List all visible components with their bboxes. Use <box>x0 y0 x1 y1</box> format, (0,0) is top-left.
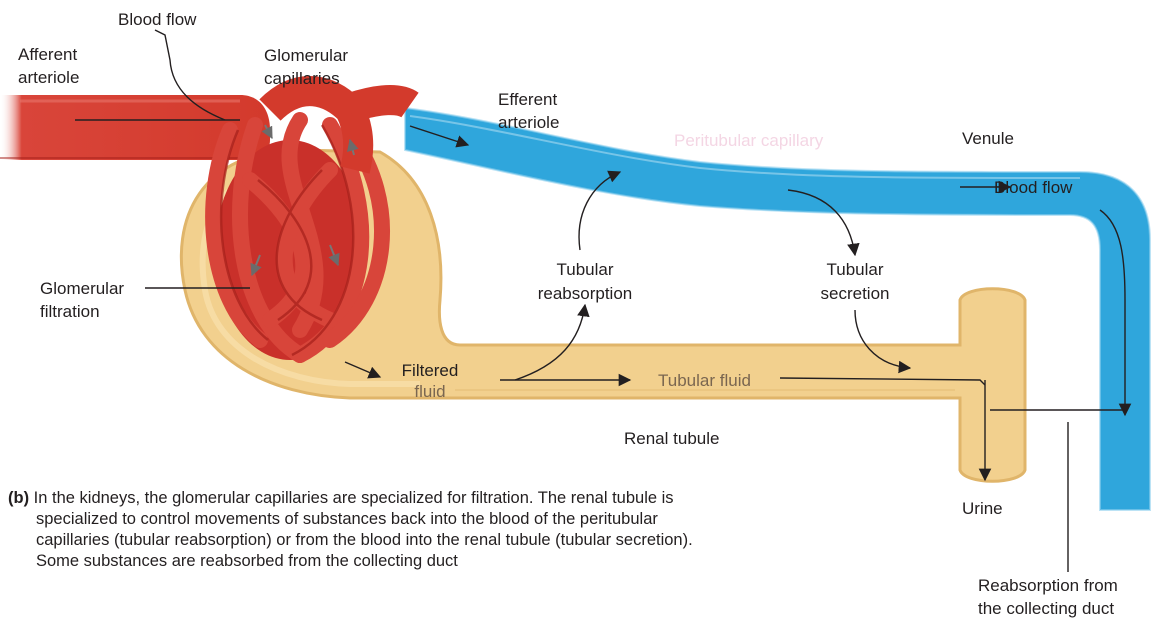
afferent-arteriole-label-1: Afferent <box>18 44 77 65</box>
reabsorption-collecting-duct-label-1: Reabsorption from <box>978 575 1118 596</box>
tubular-reabsorption-label-2: reabsorption <box>520 283 650 304</box>
blood-flow-label: Blood flow <box>118 9 196 30</box>
glomerular-capillaries-label-1: Glomerular <box>264 45 348 66</box>
tubular-secretion-label-1: Tubular <box>800 259 910 280</box>
filtered-fluid-label-2: fluid <box>390 381 470 402</box>
tubular-secretion-label-2: secretion <box>800 283 910 304</box>
glomerular-filtration-label-2: filtration <box>40 301 100 322</box>
blood-flow-right-label: Blood flow <box>994 177 1072 198</box>
caption-line-3: capillaries (tubular reabsorption) or fr… <box>8 530 888 551</box>
afferent-arteriole-label-2: arteriole <box>18 67 79 88</box>
renal-tubule-label: Renal tubule <box>624 428 719 449</box>
efferent-arteriole-label-2: arteriole <box>498 112 559 133</box>
peritubular-capillary-shape <box>405 108 1150 510</box>
caption-line-1: In the kidneys, the glomerular capillari… <box>34 489 674 507</box>
caption-line-2: specialized to control movements of subs… <box>8 509 888 530</box>
efferent-arteriole-label-1: Efferent <box>498 89 557 110</box>
figure-caption: (b) In the kidneys, the glomerular capil… <box>8 488 888 572</box>
caption-line-4: Some substances are reabsorbed from the … <box>8 551 888 572</box>
glomerular-filtration-label-1: Glomerular <box>40 278 124 299</box>
peritubular-capillary-label: Peritubular capillary <box>674 130 823 151</box>
venule-label: Venule <box>962 128 1014 149</box>
tubular-fluid-label: Tubular fluid <box>658 370 751 391</box>
tubular-reabsorption-label-1: Tubular <box>520 259 650 280</box>
reabsorption-collecting-duct-label-2: the collecting duct <box>978 598 1114 619</box>
filtered-fluid-label-1: Filtered <box>390 360 470 381</box>
urine-label: Urine <box>962 498 1003 519</box>
glomerular-capillaries-label-2: capillaries <box>264 68 340 89</box>
caption-prefix: (b) <box>8 489 29 507</box>
